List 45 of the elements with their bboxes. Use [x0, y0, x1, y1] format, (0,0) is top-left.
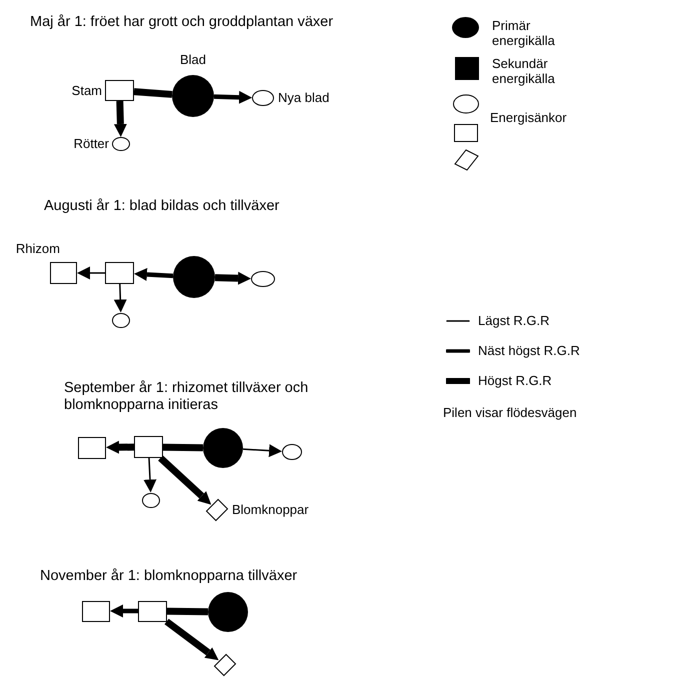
connector-line [162, 444, 204, 452]
sink-box [82, 600, 110, 622]
sink-box [105, 262, 134, 284]
sink-ellipse [282, 444, 302, 460]
node-label: Rötter [74, 136, 109, 151]
legend-label: Sekundär energikälla [492, 56, 556, 86]
sink-box [78, 436, 106, 458]
sink-box [134, 436, 163, 458]
legend-label: Högst R.G.R [478, 373, 553, 388]
arrow [158, 455, 212, 505]
arrow [144, 458, 157, 492]
sink-box [138, 600, 167, 622]
node-label: Rhizom [16, 241, 60, 256]
sink-ellipse [142, 492, 160, 508]
connector-line [134, 88, 172, 98]
arrow [164, 618, 219, 660]
legend-label: Näst högst R.G.R [478, 343, 581, 358]
sink-ellipse [112, 312, 130, 328]
sink-diamond [214, 654, 236, 676]
legend-label: Energisänkor [490, 110, 568, 125]
arrow [114, 100, 127, 137]
panel-heading: Augusti år 1: blad bildas och tillväxer [44, 198, 280, 215]
node-label: Stam [72, 82, 102, 98]
node-label: Blomknoppar [232, 502, 309, 517]
arrow [110, 604, 138, 618]
node-label: Nya blad [278, 90, 330, 105]
connector-line [166, 608, 208, 616]
legend-label: Lägst R.G.R [478, 313, 551, 328]
panel-heading: November år 1: blomknopparna tillväxer [40, 568, 298, 585]
arrow [77, 266, 105, 280]
note-text: Pilen visar flödesvägen [443, 404, 578, 421]
legend-label: Primär energikälla [492, 18, 556, 48]
arrow [242, 444, 282, 458]
arrow [134, 268, 174, 281]
arrow [106, 440, 134, 454]
panel-heading: Maj år 1: fröet har grott och groddplantan växer [30, 14, 334, 31]
energy-source-circle [203, 428, 243, 468]
sink-ellipse [251, 271, 275, 287]
node-label: Blad [180, 52, 206, 67]
arrow [214, 90, 252, 104]
arrow [114, 284, 127, 312]
arrow [214, 272, 251, 285]
energy-source-circle [173, 256, 215, 298]
energy-source-circle [208, 592, 248, 632]
panel-heading: September år 1: rhizomet tillväxer och blomknopparna initieras [64, 380, 310, 414]
